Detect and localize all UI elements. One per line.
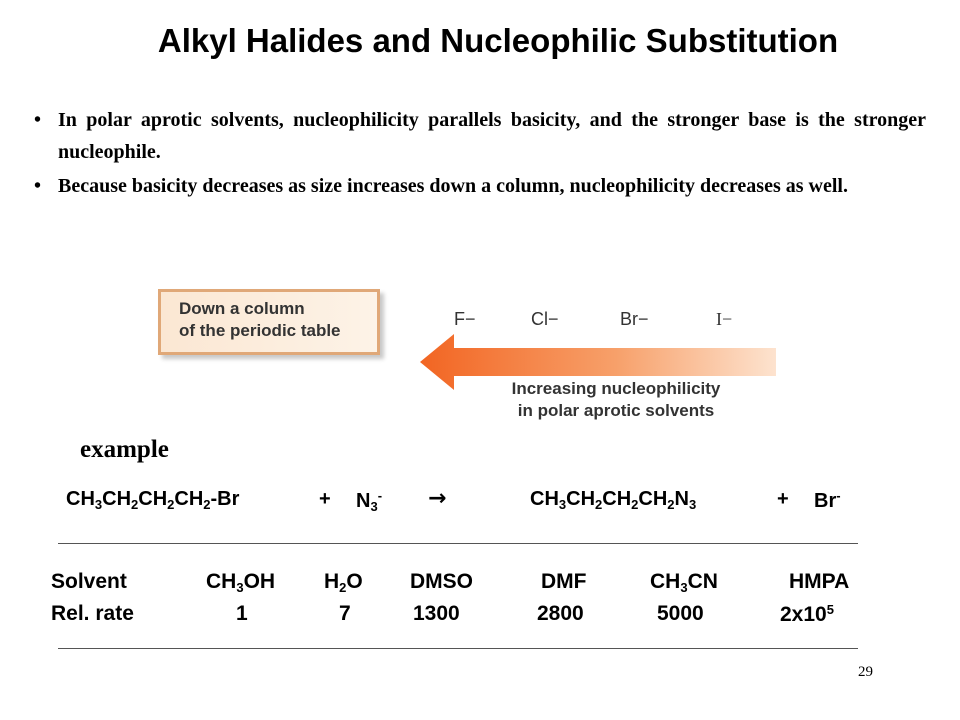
rate-water: 7 <box>339 602 351 625</box>
rate-row: Rel. rate 1 7 1300 2800 5000 2x105 <box>0 602 960 632</box>
bullet-list: • In polar aprotic solvents, nucleophilic… <box>34 104 926 204</box>
bullet-item: • In polar aprotic solvents, nucleophilic… <box>34 104 926 168</box>
rate-dmso: 1300 <box>413 602 460 625</box>
rate-hmpa: 2x105 <box>780 602 834 626</box>
rate-dmf: 2800 <box>537 602 584 625</box>
arrow-label-line-1: Increasing nucleophilicity <box>511 379 721 398</box>
solvent-methanol: CH3OH <box>206 570 276 595</box>
bullet-item: • Because basicity decreases as size incr… <box>34 170 926 202</box>
solvent-dmf: DMF <box>541 570 587 593</box>
solvent-water: H2O <box>324 570 363 595</box>
bullet-text: In polar aprotic solvents, nucleophilici… <box>58 109 926 163</box>
page-number: 29 <box>858 664 873 680</box>
periodic-table-callout: Down a column of the periodic table <box>158 289 380 355</box>
table-bottom-rule <box>58 648 858 649</box>
callout-line-1: Down a column <box>179 299 305 318</box>
rate-label: Rel. rate <box>51 602 134 625</box>
bromide-leaving-group: Br- <box>814 488 841 512</box>
product-formula: CH3CH2CH2CH2N3 <box>530 488 697 512</box>
solvent-dmso: DMSO <box>410 570 473 593</box>
table-top-rule <box>58 543 858 544</box>
solvent-acetonitrile: CH3CN <box>650 570 718 595</box>
azide-nucleophile: N3- <box>356 488 383 514</box>
bullet-text: Because basicity decreases as size incre… <box>58 175 848 197</box>
callout-line-2: of the periodic table <box>179 321 341 340</box>
rate-acetonitrile: 5000 <box>657 602 704 625</box>
reaction-arrow-icon: → <box>428 486 447 511</box>
solvent-row: Solvent CH3OH H2O DMSO DMF CH3CN HMPA <box>0 570 960 600</box>
solvent-label: Solvent <box>51 570 127 593</box>
solvent-hmpa: HMPA <box>789 570 850 593</box>
bullet-dot: • <box>34 109 42 131</box>
arrow-label-line-2: in polar aprotic solvents <box>517 401 715 420</box>
bullet-dot: • <box>34 175 42 197</box>
plus-sign: + <box>319 488 331 510</box>
rate-methanol: 1 <box>236 602 248 625</box>
ion-chloride: Cl− <box>531 309 559 329</box>
ion-bromide: Br− <box>620 309 649 329</box>
ion-iodide: I− <box>716 309 733 329</box>
slide-title: Alkyl Halides and Nucleophilic Substitut… <box>157 22 839 59</box>
reactant-formula: CH3CH2CH2CH2-Br <box>66 488 240 512</box>
nucleophilicity-arrow-icon <box>420 334 776 390</box>
example-label: example <box>80 436 169 463</box>
ion-fluoride: F− <box>454 309 476 329</box>
plus-sign: + <box>777 488 789 510</box>
arrow-label: Increasing nucleophilicity in polar apro… <box>476 378 756 422</box>
